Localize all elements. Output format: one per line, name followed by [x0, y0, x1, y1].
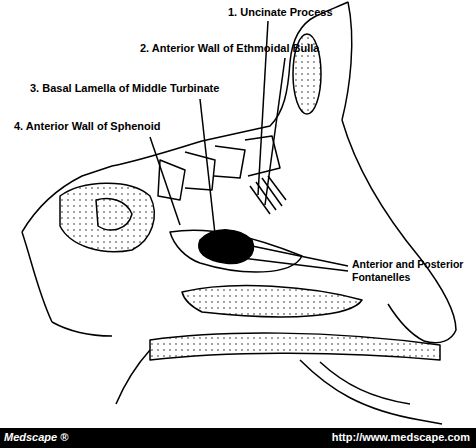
footer-brand: Medscape ® — [4, 431, 68, 444]
footer-url: http://www.medscape.com — [318, 431, 470, 444]
callout-label: 2. Anterior Wall of Ethmoidal Bulla — [140, 42, 319, 55]
callout-label: 3. Basal Lamella of Middle Turbinate — [30, 82, 219, 95]
callout-label: 4. Anterior Wall of Sphenoid — [14, 120, 160, 133]
callout-label: 1. Uncinate Process — [228, 6, 333, 19]
callout-label: Anterior and Posterior Fontanelles — [352, 258, 470, 284]
